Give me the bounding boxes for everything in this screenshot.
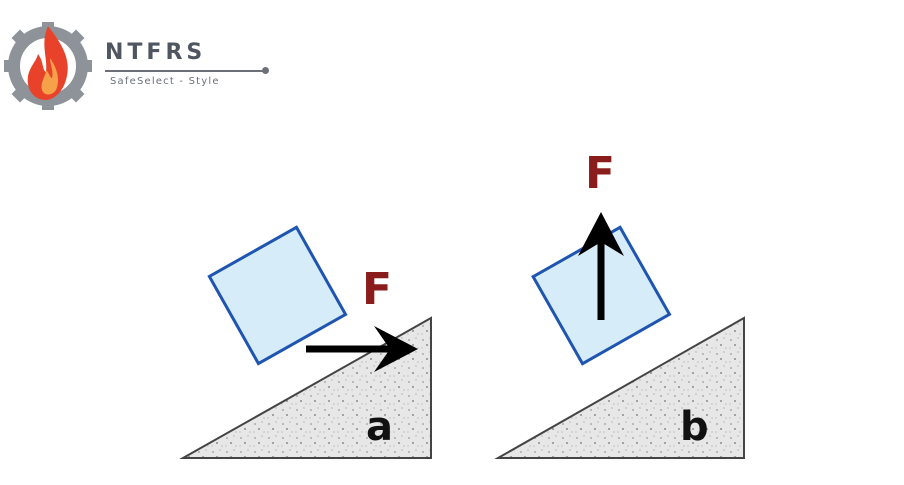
block-a [207,225,348,366]
brand-logo: NTFRS SafeSelect - Style [0,14,280,119]
brand-tagline: SafeSelect - Style [110,76,220,87]
force-label-b: F [585,148,615,199]
panel-a: F a [179,225,432,459]
force-label-a: F [362,264,392,315]
incline-b [494,316,745,459]
incline-a [179,316,432,459]
panel-label-b: b [680,404,709,450]
force-arrowhead-b [578,212,624,256]
brand-divider-dot [262,67,269,74]
gear-flame-icon [4,22,92,110]
brand-divider [105,70,265,72]
force-arrowhead-a [374,326,418,372]
panel-label-a: a [366,404,393,450]
panel-b: F b [494,148,745,459]
brand-name: NTFRS [105,40,207,65]
